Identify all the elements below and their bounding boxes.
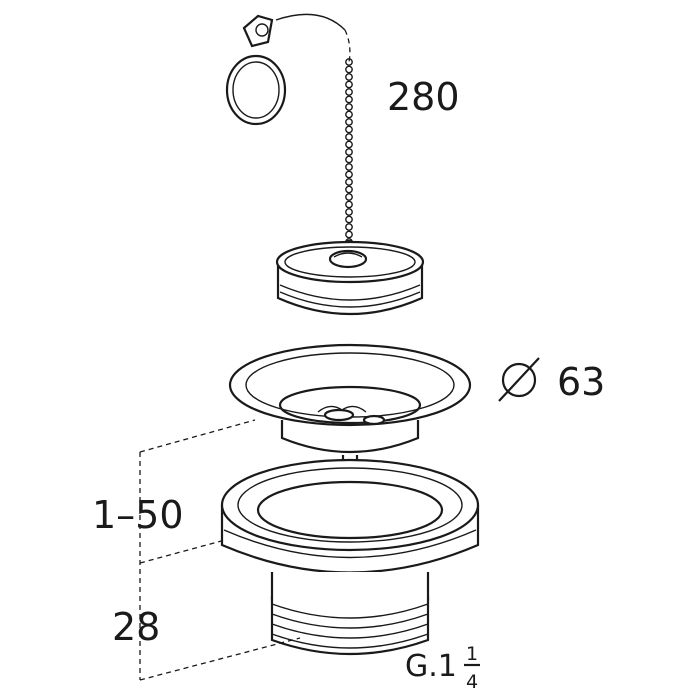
chain-top-segment xyxy=(344,29,351,63)
chain-bead xyxy=(345,163,353,171)
chain-bead xyxy=(345,200,353,209)
chain-bead xyxy=(345,118,353,126)
chain-bead xyxy=(345,80,353,89)
chain-bead xyxy=(345,208,353,216)
strainer-flange xyxy=(228,343,472,454)
chain-bead xyxy=(345,148,353,156)
chain-bead xyxy=(345,223,353,231)
thread-denominator-label: 4 xyxy=(466,671,478,693)
chain-bead xyxy=(345,125,353,134)
chain-bead xyxy=(345,88,353,96)
chain-length-label: 280 xyxy=(387,75,460,119)
chain-bead xyxy=(345,178,353,186)
depth-label: 28 xyxy=(112,605,160,649)
plug-chain xyxy=(275,13,356,253)
chain-bead xyxy=(345,185,353,194)
waste-body xyxy=(220,458,480,616)
chain-bead xyxy=(345,170,353,179)
diameter-value-label: 63 xyxy=(557,360,605,404)
diameter-icon xyxy=(498,357,540,402)
stopper-plug xyxy=(275,240,425,316)
chain-bead xyxy=(345,215,353,224)
chain-bead xyxy=(345,140,353,149)
chain-bead xyxy=(345,193,353,201)
thread xyxy=(270,596,430,656)
chain-bead xyxy=(345,155,353,164)
chain-bead xyxy=(345,230,353,239)
dimension-lines xyxy=(139,419,301,681)
chain-bead xyxy=(345,110,353,119)
chain-bead xyxy=(345,133,353,141)
chain-bead xyxy=(345,95,353,104)
thread-prefix-label: G.1 xyxy=(405,649,457,684)
thread-numerator-label: 1 xyxy=(466,643,478,665)
ring-pull xyxy=(225,14,287,126)
adjust-range-label: 1–50 xyxy=(92,493,184,537)
chain-bead xyxy=(345,65,353,74)
chain-bead xyxy=(345,73,353,81)
chain-bead xyxy=(345,103,353,111)
